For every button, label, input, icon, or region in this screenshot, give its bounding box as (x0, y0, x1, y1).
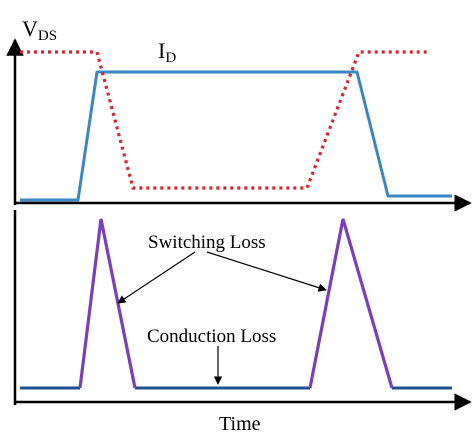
vds-voltage-trace (20, 50, 428, 190)
switching-loss-peak-turn-off (308, 218, 394, 389)
switching-loss-arrow-left (117, 251, 196, 304)
switching-loss-label: Switching Loss (148, 232, 266, 253)
switching-loss-peak-turn-on (78, 218, 137, 389)
id-label: ID (158, 38, 176, 66)
switching-loss-arrow-right (206, 251, 327, 292)
id-label-sub: D (165, 50, 176, 66)
id-current-trace (20, 70, 452, 202)
time-axis-label: Time (219, 413, 261, 435)
vds-label-main: V (22, 16, 38, 41)
id-label-main: I (158, 38, 165, 63)
conduction-loss-label: Conduction Loss (147, 326, 276, 347)
vds-label-sub: DS (38, 28, 57, 44)
vds-label: VDS (22, 16, 57, 44)
